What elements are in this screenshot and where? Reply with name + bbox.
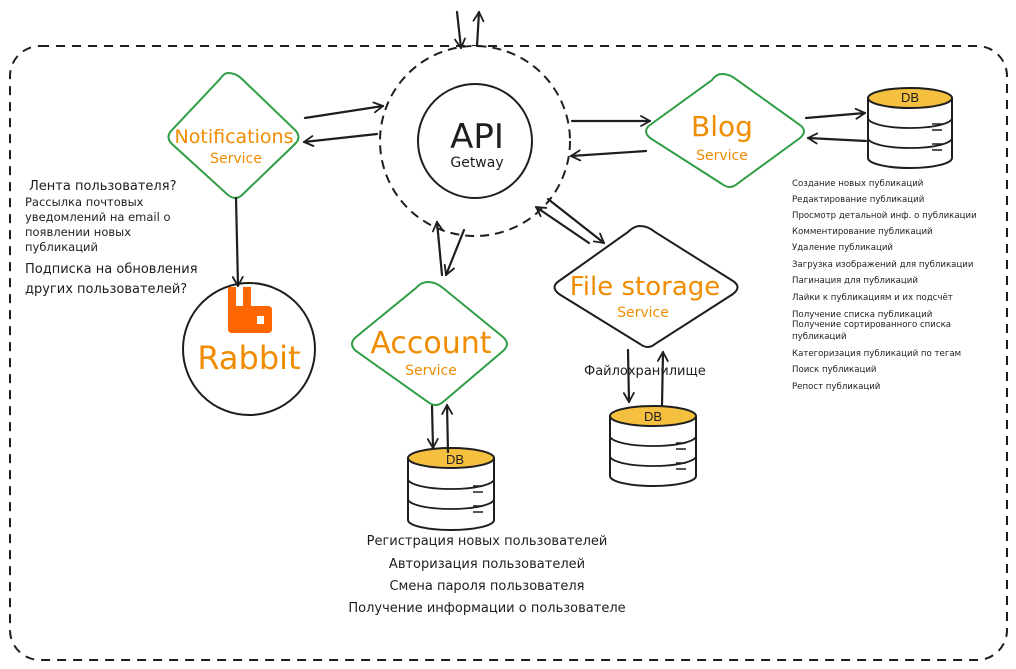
account-db-label: DB: [446, 452, 464, 467]
notifications-note-line: Рассылка почтовых: [25, 195, 144, 209]
blog-to-db-arrow: [804, 107, 867, 120]
blog-notes: Создание новых публикаций Редактирование…: [792, 179, 977, 392]
external-arrow-out: [472, 10, 485, 48]
file-storage-service-title: File storage: [570, 272, 721, 302]
api-gateway-title: API: [450, 117, 504, 157]
account-notes: Регистрация новых пользователей Авториза…: [348, 534, 625, 616]
file-storage-service-shape: [553, 224, 739, 348]
blog-note-line: Категоризация публикаций по тегам: [792, 349, 961, 359]
notifications-note-line: других пользователей?: [25, 282, 187, 297]
blog-to-api-arrow: [569, 149, 648, 162]
blog-note-line: Удаление публикаций: [792, 243, 893, 253]
blog-note-line: Редактирование публикаций: [792, 195, 924, 205]
blog-note-line: Лайки к публикациям и их подсчёт: [792, 293, 953, 303]
blog-database: DB: [867, 87, 953, 169]
rabbit-label: Rabbit: [197, 339, 300, 377]
blog-db-label: DB: [901, 90, 919, 105]
file-storage-to-db-arrow: [622, 348, 635, 404]
file-storage-note: Файлохранилище: [584, 364, 706, 379]
blog-note-line: Репост публикаций: [792, 382, 880, 392]
connections: [231, 10, 868, 454]
account-service-title: Account: [370, 326, 491, 361]
blog-note-line: Комментирование публикаций: [792, 227, 933, 237]
notifications-to-api-arrow: [303, 101, 385, 120]
blog-service-title: Blog: [691, 110, 753, 143]
notifications-note-line: уведомлений на email о: [25, 210, 171, 224]
rabbit-broker: Rabbit: [182, 282, 316, 416]
rabbit-circle: [182, 282, 316, 416]
blog-service: Blog Service: [645, 72, 805, 188]
account-note-line: Авторизация пользователей: [389, 557, 585, 572]
api-to-file-storage-arrow: [546, 197, 606, 245]
account-service-shape: [351, 280, 508, 406]
rabbitmq-logo-icon: [228, 287, 272, 333]
db-to-file-storage-arrow: [656, 350, 669, 408]
notifications-to-rabbit-arrow: [231, 196, 244, 288]
file-storage-to-api-arrow: [534, 205, 591, 245]
notifications-service-subtitle: Service: [210, 151, 262, 167]
account-to-api-arrow: [431, 220, 444, 277]
notifications-service-title: Notifications: [175, 126, 294, 148]
blog-note-line: Поиск публикаций: [792, 365, 877, 375]
notifications-note-line: публикаций: [25, 240, 98, 254]
account-database: DB: [407, 447, 495, 531]
account-service: Account Service: [351, 280, 508, 406]
db-to-account-arrow: [441, 403, 454, 454]
notifications-service: Notifications Service: [167, 71, 300, 199]
blog-note-line: Пагинация для публикаций: [792, 276, 918, 286]
notifications-notes: Лента пользователя? Рассылка почтовых ув…: [25, 179, 198, 297]
file-storage-database: DB: [609, 405, 697, 487]
file-storage-service-subtitle: Service: [617, 305, 669, 321]
account-note-line: Получение информации о пользователе: [348, 601, 625, 616]
notifications-note-line: Подписка на обновления: [25, 262, 198, 277]
api-to-account-arrow: [443, 228, 466, 277]
blog-note-line: Просмотр детальной инф. о публикации: [792, 211, 977, 221]
blog-service-subtitle: Service: [696, 148, 748, 164]
blog-note-line: публикаций: [792, 332, 847, 342]
file-storage-service: File storage Service: [553, 224, 739, 348]
api-gateway: API Getway: [379, 45, 571, 237]
external-arrow-in: [454, 10, 466, 50]
notifications-note-line: появлении новых: [25, 225, 131, 239]
system-boundary: [9, 45, 1008, 661]
notifications-note-line: Лента пользователя?: [29, 179, 176, 194]
account-service-subtitle: Service: [405, 363, 457, 379]
file-storage-db-label: DB: [644, 409, 662, 424]
api-gateway-circle: [417, 83, 533, 199]
api-to-notifications-arrow: [302, 132, 379, 147]
account-note-line: Регистрация новых пользователей: [367, 534, 608, 549]
blog-note-line: Получение сортированного списка: [792, 320, 951, 330]
account-note-line: Смена пароля пользователя: [389, 579, 584, 594]
db-to-blog-arrow: [806, 132, 868, 145]
blog-note-line: Создание новых публикаций: [792, 179, 923, 189]
blog-note-line: Получение списка публикаций: [792, 310, 932, 320]
blog-note-line: Загрузка изображений для публикации: [792, 260, 973, 270]
api-gateway-subtitle: Getway: [450, 155, 503, 171]
account-to-db-arrow: [426, 404, 439, 450]
blog-service-shape: [645, 72, 805, 188]
